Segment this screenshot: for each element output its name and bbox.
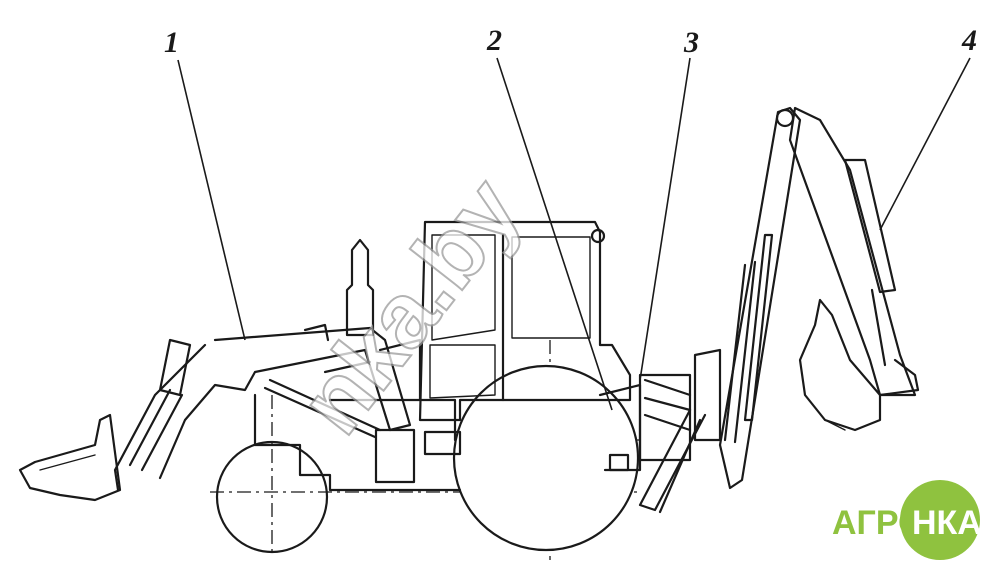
logo-left-text: АГРО xyxy=(832,504,925,542)
callout-4: 4 xyxy=(961,24,977,57)
front-wheel xyxy=(215,440,329,554)
callout-1: 1 xyxy=(164,26,179,59)
exhaust-stack xyxy=(345,238,375,337)
backhoe-bucket xyxy=(798,298,920,432)
logo-circle xyxy=(900,480,980,560)
loader-arm xyxy=(113,323,416,492)
callout-leaders xyxy=(177,57,971,411)
logo-right-text: НКА xyxy=(912,504,982,542)
rear-wheel xyxy=(452,364,640,552)
backhoe-dipper xyxy=(788,106,917,397)
callout-3: 3 xyxy=(683,26,699,59)
backhoe-boom xyxy=(718,106,802,490)
cab xyxy=(418,220,632,422)
callout-2: 2 xyxy=(486,24,502,57)
agronka-logo: АГРО НКА xyxy=(832,480,982,560)
loader-bucket xyxy=(18,338,192,502)
rear-mount xyxy=(598,373,692,472)
